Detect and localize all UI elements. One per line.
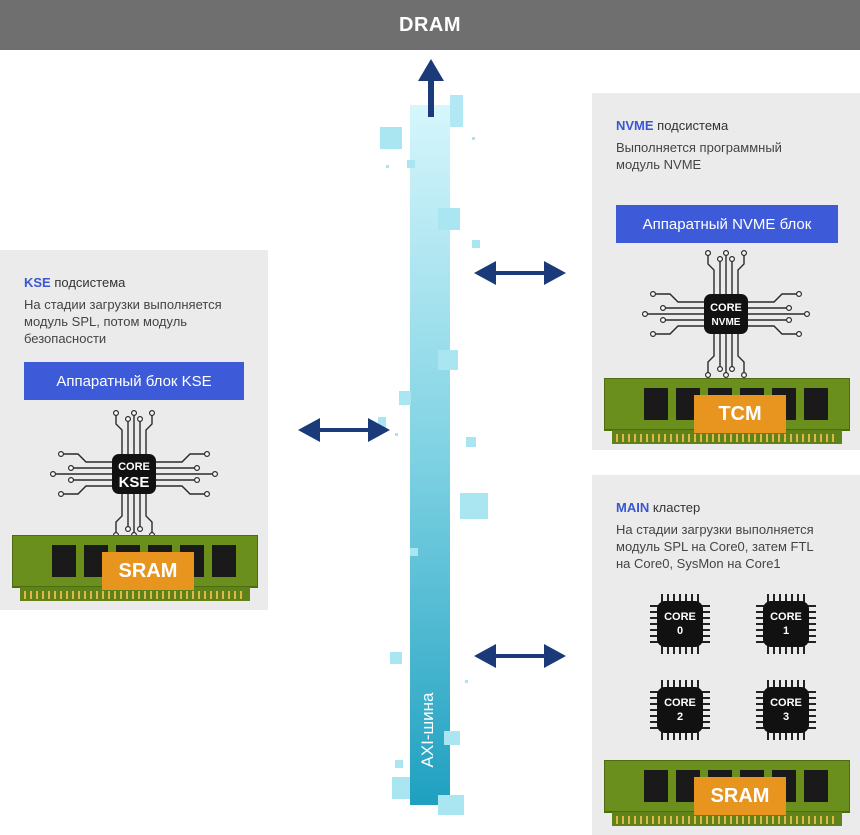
main-memory-module-icon	[604, 760, 850, 826]
main-core-2-icon: CORE 2	[650, 680, 710, 740]
svg-text:CORE: CORE	[664, 611, 696, 623]
svg-text:2: 2	[677, 711, 683, 723]
kse-hw-block: Аппаратный блок KSE	[24, 362, 244, 400]
svg-text:CORE: CORE	[770, 611, 802, 623]
svg-text:3: 3	[783, 711, 789, 723]
svg-text:1: 1	[783, 625, 789, 637]
main-title: MAIN кластер	[616, 500, 701, 515]
kse-title: KSE подсистема	[24, 275, 126, 290]
nvme-hw-block: Аппаратный NVME блок	[616, 205, 838, 243]
nvme-description: Выполняется программный модуль NVME	[616, 140, 782, 172]
kse-core-chip-icon: CORE KSE	[49, 409, 219, 538]
kse-bus-arrow	[298, 418, 390, 442]
nvme-title: NVME подсистема	[616, 118, 729, 133]
svg-text:CORE: CORE	[710, 302, 742, 314]
main-bus-arrow	[474, 644, 566, 668]
main-memory-label: SRAM	[694, 777, 786, 815]
main-core-0-icon: CORE 0	[650, 594, 710, 654]
svg-text:CORE: CORE	[664, 697, 696, 709]
svg-text:CORE: CORE	[118, 461, 150, 473]
svg-text:CORE: CORE	[770, 697, 802, 709]
axi-bus-label: AXI-шина	[418, 692, 437, 768]
nvme-memory-label: TCM	[694, 395, 786, 433]
svg-text:KSE: KSE	[119, 474, 150, 491]
main-core-1-icon: CORE 1	[756, 594, 816, 654]
nvme-bus-arrow	[474, 261, 566, 285]
svg-text:0: 0	[677, 625, 683, 637]
main-description: На стадии загрузки выполняется модуль SP…	[616, 522, 814, 571]
main-core-3-icon: CORE 3	[756, 680, 816, 740]
axi-bus	[378, 59, 488, 815]
kse-description: На стадии загрузки выполняется модуль SP…	[24, 297, 222, 346]
svg-text:NVME: NVME	[712, 317, 741, 328]
nvme-core-chip-icon: CORE NVME	[641, 249, 811, 378]
kse-memory-label: SRAM	[102, 552, 194, 590]
dram-header: DRAM	[0, 0, 860, 50]
